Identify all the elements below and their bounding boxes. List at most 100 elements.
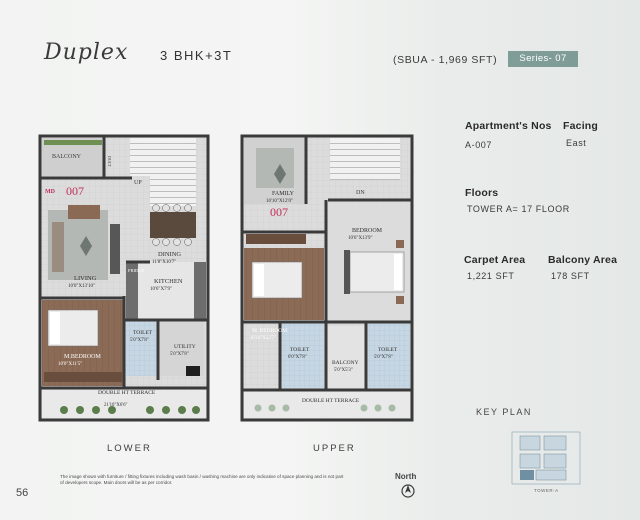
apartment-nos-label: Apartment's Nos <box>465 120 552 132</box>
upper-walls <box>240 134 414 422</box>
dining-table <box>150 212 196 238</box>
terrace-plants <box>254 404 396 412</box>
dining-chair <box>162 204 170 212</box>
balcony-area-value: 178 SFT <box>551 271 590 281</box>
upper-terrace-label: DOUBLE HT TERRACE <box>302 398 360 404</box>
family-rug <box>256 148 294 188</box>
fridge-label: FRIDGE <box>128 268 145 273</box>
title-bhk: 3 BHK+3T <box>160 48 233 63</box>
dining-chair <box>173 204 181 212</box>
kitchen-label: KITCHEN <box>154 278 183 285</box>
compass-rose-icon <box>80 236 92 256</box>
living-sofa <box>52 222 64 272</box>
north-icon <box>401 484 415 498</box>
lower-toilet-label: TOILET <box>133 330 153 336</box>
facing-value: East <box>566 138 587 148</box>
upper-balcony-label: BALCONY <box>332 360 359 366</box>
upper-toilet-2-label: TOILET <box>378 347 398 353</box>
washing-machine <box>186 366 200 376</box>
lower-toilet-dim: 5'0"X7'8" <box>130 338 149 343</box>
lower-terrace-floor <box>42 390 206 418</box>
lower-floor-plan <box>38 134 210 422</box>
lower-toilet-floor <box>126 320 158 376</box>
terrace-plants <box>60 406 200 414</box>
key-plan-label: KEY PLAN <box>476 407 532 417</box>
tower-label: TOWER-A <box>534 488 559 493</box>
bed-pillows <box>50 312 60 344</box>
page-number: 56 <box>16 487 29 499</box>
disclaimer-text: The image shown with furniture / fitting… <box>60 474 344 485</box>
bedroom-tv-unit <box>344 250 350 294</box>
upper-floor-plan <box>240 134 414 422</box>
upper-stairs <box>330 138 400 180</box>
upper-toilet-1-label: TOILET <box>290 347 310 353</box>
lower-m-bedroom-label: M.BEDROOM <box>64 354 102 360</box>
upper-toilet-1-floor <box>280 322 324 388</box>
bedside-table <box>396 240 404 248</box>
floors-label: Floors <box>465 187 499 199</box>
north-label: North <box>395 472 417 481</box>
key-plan-diagram <box>511 431 581 485</box>
family-label: FAMILY <box>272 191 295 197</box>
upper-toilet-2-dim: 5'0"X7'8" <box>374 355 393 360</box>
lower-terrace-label: DOUBLE HT TERRACE <box>98 390 156 396</box>
lower-duct-label: DUCT <box>107 156 112 167</box>
lower-caption: LOWER <box>107 443 152 454</box>
upper-bedroom-dim: 10'6"X13'9" <box>348 236 373 241</box>
upper-terrace-floor <box>244 390 410 418</box>
upper-caption: UPPER <box>313 443 356 454</box>
living-label: LIVING <box>74 275 97 282</box>
living-dim: 10'0"X13'10" <box>68 284 95 289</box>
lower-unit-number: 007 <box>66 184 84 198</box>
tv-unit <box>110 224 120 274</box>
upper-m-bedroom-dim: 10'10"X12'7" <box>250 336 276 341</box>
kitchen-counter-left <box>126 262 138 320</box>
upper-toilet-2-floor <box>368 322 410 388</box>
kitchen-area <box>126 262 206 320</box>
kitchen-dim: 10'6"X7'9" <box>150 287 172 292</box>
lower-balcony-label: BALCONY <box>52 154 82 160</box>
kitchen-counter-right <box>194 262 206 320</box>
lower-balcony-plants <box>44 140 102 145</box>
carpet-area-value: 1,221 SFT <box>467 271 515 281</box>
upper-m-bedroom-label: M. BEDROOM <box>252 328 287 334</box>
facing-label: Facing <box>563 120 599 132</box>
wardrobe <box>44 372 122 382</box>
apartment-nos-value: A-007 <box>465 140 493 150</box>
dining-chair <box>184 238 192 246</box>
bed-pillows <box>254 264 264 296</box>
stairs-up-label: UP <box>134 180 142 186</box>
floors-value: TOWER A= 17 FLOOR <box>467 204 570 214</box>
upper-bedroom-label: BEDROOM <box>352 228 383 234</box>
dining-chair <box>152 204 160 212</box>
lower-stairs-lower <box>150 176 196 206</box>
dining-chair <box>162 238 170 246</box>
title-script: Duplex <box>44 40 129 65</box>
utility-label: UTILITY <box>174 344 196 350</box>
md-tag: MD <box>45 189 56 195</box>
bedside-table <box>396 296 404 304</box>
dining-chair <box>152 238 160 246</box>
compass-rose-icon <box>274 164 286 184</box>
dining-dim: 11'8"X10'7" <box>152 260 176 265</box>
series-badge: Series- 07 <box>508 51 578 67</box>
upper-toilet-1-dim: 6'0"X7'8" <box>288 355 307 360</box>
family-dim: 10'10"X12'0" <box>266 199 293 204</box>
upper-unit-number: 007 <box>270 205 288 219</box>
lower-stairs <box>130 138 196 176</box>
highlighted-unit <box>520 470 534 480</box>
upper-balcony-floor <box>326 326 366 388</box>
utility-dim: 5'0"X7'8" <box>170 352 189 357</box>
family-shelf <box>246 234 306 244</box>
dining-label: DINING <box>158 251 181 258</box>
living-armchairs <box>68 205 100 219</box>
carpet-area-label: Carpet Area <box>464 254 526 266</box>
dining-chair <box>184 204 192 212</box>
stairs-down-label: DN <box>356 190 365 196</box>
lower-terrace-dim: 21'10"X6'6" <box>104 403 128 408</box>
upper-balcony-dim: 5'0"X5'3" <box>334 368 353 373</box>
balcony-area-label: Balcony Area <box>548 254 618 266</box>
lower-m-bedroom-dim: 10'0"X11'5" <box>58 362 82 367</box>
lower-walls <box>38 134 210 422</box>
